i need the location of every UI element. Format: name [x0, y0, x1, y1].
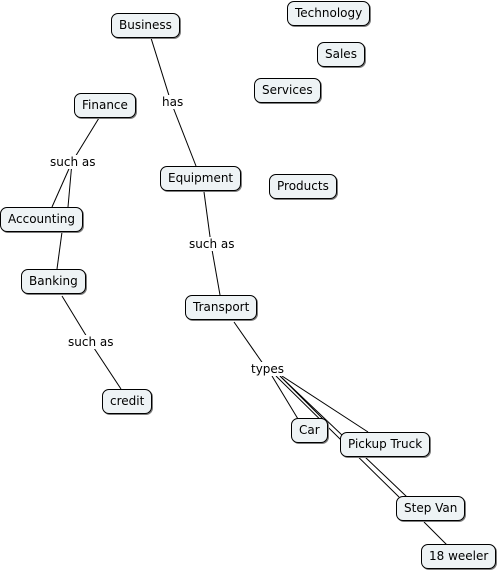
- node-sales[interactable]: Sales: [317, 42, 365, 67]
- link-suchas-transport: [210, 243, 221, 296]
- phrase-such-as-banking: such as: [67, 335, 115, 349]
- node-banking[interactable]: Banking: [21, 269, 86, 294]
- link-business-has: [150, 37, 172, 103]
- node-pickup-truck[interactable]: Pickup Truck: [340, 432, 431, 457]
- link-equipment-suchas: [203, 191, 212, 245]
- link-types-pickup: [281, 375, 369, 433]
- link-stepvan-18weeler: [423, 521, 448, 546]
- node-step-van[interactable]: Step Van: [396, 496, 466, 521]
- node-equipment[interactable]: Equipment: [160, 166, 242, 191]
- link-suchas-accounting-1: [51, 161, 73, 208]
- link-types-stepvan-2: [275, 375, 400, 498]
- link-types-car: [271, 375, 299, 420]
- phrase-such-as-finance: such as: [49, 155, 97, 169]
- link-finance-suchas: [71, 117, 100, 163]
- link-has-equipment: [170, 101, 197, 167]
- node-18-weeler[interactable]: 18 weeler: [421, 544, 497, 569]
- link-accounting-banking: [56, 231, 63, 270]
- node-accounting[interactable]: Accounting: [0, 207, 84, 232]
- link-transport-types: [233, 321, 267, 369]
- node-finance[interactable]: Finance: [74, 93, 136, 118]
- phrase-such-as-equipment: such as: [188, 237, 236, 251]
- node-technology[interactable]: Technology: [287, 1, 371, 26]
- link-suchas-accounting-2: [67, 161, 73, 208]
- node-services[interactable]: Services: [254, 78, 321, 103]
- link-suchas-credit: [89, 341, 122, 390]
- phrase-has: has: [161, 95, 185, 109]
- phrase-types: types: [250, 362, 286, 376]
- node-credit[interactable]: credit: [102, 389, 153, 414]
- node-transport[interactable]: Transport: [185, 295, 258, 320]
- node-car[interactable]: Car: [291, 418, 328, 443]
- node-business[interactable]: Business: [111, 13, 180, 38]
- link-banking-suchas: [61, 295, 91, 343]
- node-products[interactable]: Products: [269, 174, 337, 199]
